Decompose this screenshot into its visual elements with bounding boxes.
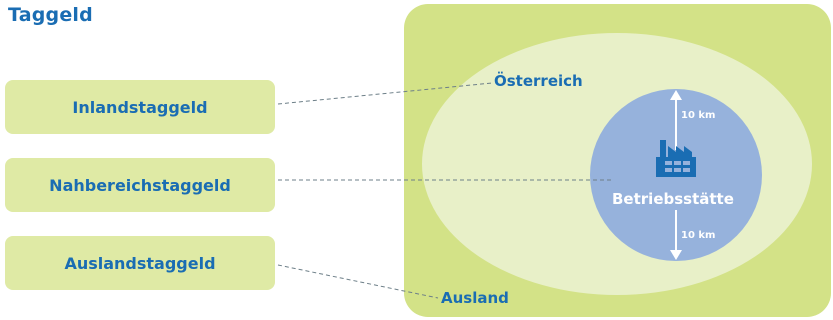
- pill-nahbereichstaggeld: Nahbereichstaggeld: [5, 158, 275, 212]
- label-radius-bottom: 10 km: [681, 230, 716, 241]
- connector-inland: [277, 82, 493, 105]
- pill-label: Inlandstaggeld: [72, 97, 208, 117]
- label-site: Betriebsstätte: [612, 190, 734, 208]
- label-austria: Österreich: [494, 72, 583, 90]
- arrow-down-icon: [670, 210, 682, 260]
- pill-inlandstaggeld: Inlandstaggeld: [5, 80, 275, 134]
- connector-ausland: [277, 264, 439, 299]
- pill-auslandstaggeld: Auslandstaggeld: [5, 236, 275, 290]
- arrow-up-icon: [670, 90, 682, 150]
- label-radius-top: 10 km: [681, 110, 716, 121]
- factory-icon: [656, 140, 696, 177]
- pill-label: Auslandstaggeld: [64, 253, 216, 273]
- pill-label: Nahbereichstaggeld: [49, 175, 231, 195]
- label-abroad: Ausland: [441, 289, 509, 307]
- page-title: Taggeld: [8, 4, 93, 26]
